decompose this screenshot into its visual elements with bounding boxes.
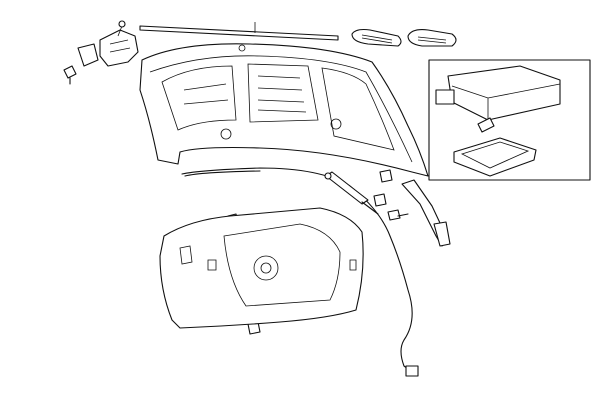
hood-bumper [63,43,99,85]
hood-vent-right [407,29,457,47]
hood-weatherstrip [139,22,339,41]
hood-vent-left [351,28,402,47]
release-cable [181,167,419,377]
hood-latch [99,20,139,67]
hood-insulator [159,207,364,329]
hinge [401,179,451,247]
hood-panel [139,43,429,177]
underhood-lamp-inset [428,59,591,181]
hood-strut [324,171,379,215]
